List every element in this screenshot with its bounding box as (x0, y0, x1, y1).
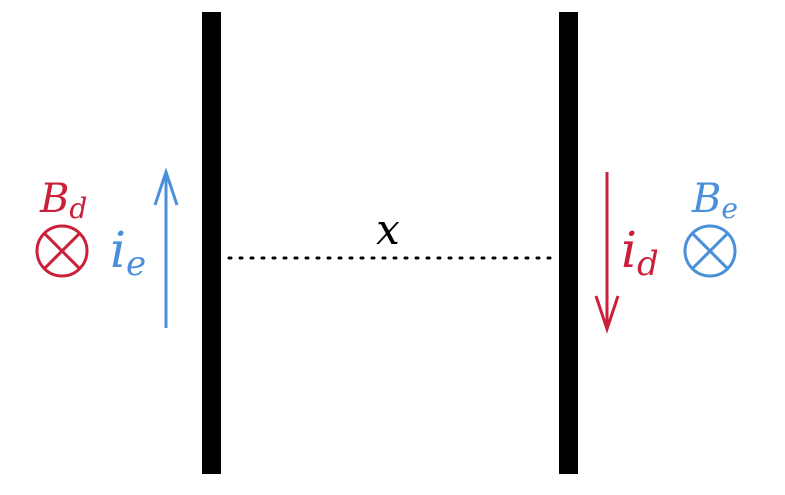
right-field-label: Be (691, 176, 738, 225)
right-current-label-main: i (621, 221, 637, 279)
left-field-label-main: B (39, 176, 69, 222)
left-field-label-sub: d (69, 192, 87, 225)
left-wire (202, 12, 221, 474)
left-current-label-sub: e (126, 244, 146, 284)
circle-cross-icon (35, 224, 89, 278)
right-field-label-sub: e (721, 192, 738, 225)
right-field-label-main: B (691, 176, 721, 222)
circle-cross-icon (683, 224, 737, 278)
right-wire (559, 12, 578, 474)
arrow-down-icon (594, 172, 620, 334)
arrow-up-icon (153, 167, 179, 328)
left-current-label-main: i (110, 221, 126, 279)
left-current-label: ie (110, 221, 146, 284)
right-current-label-sub: d (637, 244, 659, 284)
left-field-label: Bd (39, 176, 87, 225)
right-current-label: id (621, 221, 659, 284)
separation-label: x (376, 205, 400, 254)
